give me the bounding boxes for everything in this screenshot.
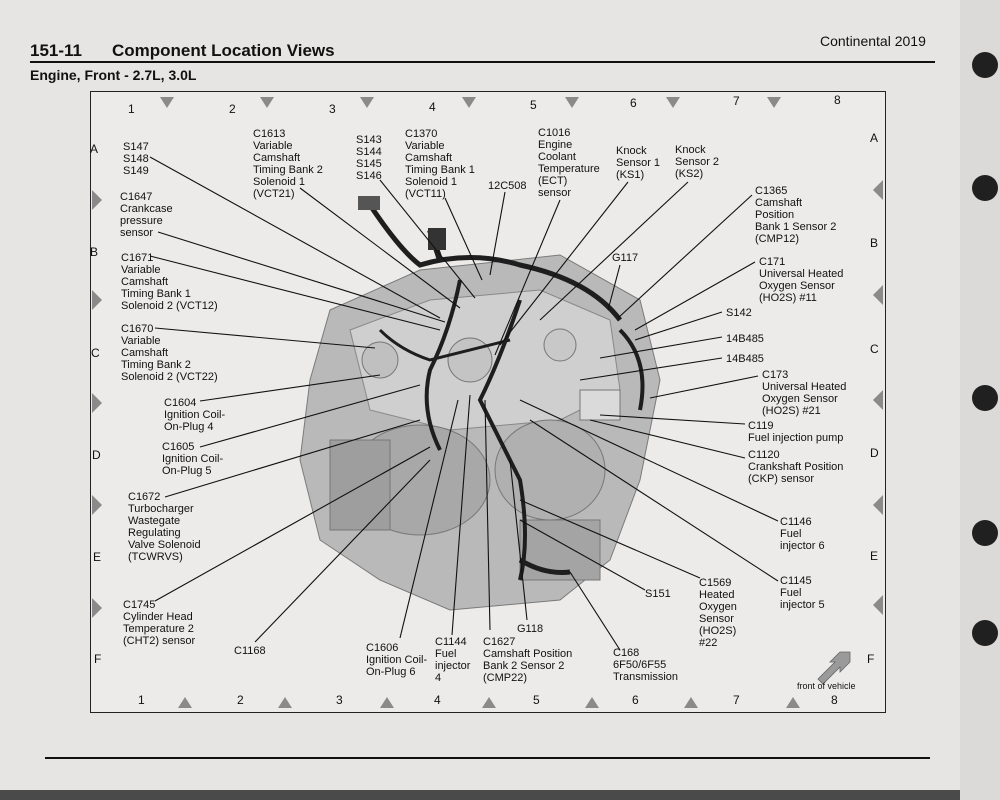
binding-hole <box>972 520 998 546</box>
label-c1120: C1120 Crankshaft Position (CKP) sensor <box>748 449 844 485</box>
label-g117: G117 <box>612 252 639 264</box>
label-c1627: C1627 Camshaft Position Bank 2 Sensor 2 … <box>483 636 573 684</box>
label-14b485-upper: 14B485 <box>726 333 764 345</box>
label-c1016: C1016 Engine Coolant Temperature (ECT) s… <box>538 127 600 199</box>
col-label-bottom: 3 <box>336 693 343 707</box>
row-label-right: B <box>870 236 879 250</box>
label-c1145: C1145 Fuel injector 5 <box>780 575 825 611</box>
row-label-left: B <box>90 245 99 259</box>
front-arrow-icon <box>817 651 851 685</box>
label-s151: S151 <box>645 588 671 600</box>
label-12c508: 12C508 <box>488 180 527 192</box>
col-label-bottom: 1 <box>138 693 145 707</box>
col-label-top: 2 <box>229 102 236 116</box>
binding-hole <box>972 175 998 201</box>
label-c1613: C1613 Variable Camshaft Timing Bank 2 So… <box>253 128 323 200</box>
label-s143: S143 S144 S145 S146 <box>356 134 382 182</box>
view-subtitle: Engine, Front - 2.7L, 3.0L <box>30 67 197 83</box>
grid-markers-top <box>160 97 781 108</box>
col-label-top: 6 <box>630 96 637 110</box>
col-label-bottom: 8 <box>831 693 838 707</box>
label-c119: C119 Fuel injection pump <box>748 420 844 444</box>
footer-rule <box>45 757 930 759</box>
row-label-right: A <box>870 131 879 145</box>
col-label-bottom: 6 <box>632 693 639 707</box>
col-label-top: 5 <box>530 98 537 112</box>
row-label-right: F <box>867 652 875 666</box>
book-title: Continental 2019 <box>820 33 926 49</box>
row-label-right: C <box>870 342 879 356</box>
row-label-left: C <box>91 346 100 360</box>
col-label-bottom: 4 <box>434 693 441 707</box>
label-c1365: C1365 Camshaft Position Bank 1 Sensor 2 … <box>755 185 837 245</box>
label-c1745: C1745 Cylinder Head Temperature 2 (CHT2)… <box>123 599 196 647</box>
col-label-bottom: 5 <box>533 693 540 707</box>
leader-lines <box>149 156 779 651</box>
header-rule <box>30 61 935 63</box>
label-s147: S147 S148 S149 <box>123 141 149 177</box>
col-label-bottom: 7 <box>733 693 740 707</box>
label-c1672: C1672 Turbocharger Wastegate Regulating … <box>128 491 201 563</box>
front-of-vehicle-label: front of vehicle <box>797 681 856 691</box>
label-c168: C168 6F50/6F55 Transmission <box>613 647 678 683</box>
label-c1569: C1569 Heated Oxygen Sensor (HO2S) #22 <box>699 577 737 649</box>
label-c1370: C1370 Variable Camshaft Timing Bank 1 So… <box>405 128 475 200</box>
row-label-right: E <box>870 549 879 563</box>
label-c1168: C1168 <box>234 645 266 657</box>
row-label-left: A <box>90 142 99 156</box>
row-label-left: D <box>92 448 101 462</box>
label-c1604: C1604 Ignition Coil- On-Plug 4 <box>164 397 226 433</box>
label-s142: S142 <box>726 307 752 319</box>
col-label-bottom: 2 <box>237 693 244 707</box>
label-c1671: C1671 Variable Camshaft Timing Bank 1 So… <box>121 252 218 312</box>
label-c1144: C1144 Fuel injector 4 <box>435 636 471 684</box>
row-label-left: E <box>93 550 102 564</box>
label-c1146: C1146 Fuel injector 6 <box>780 516 825 552</box>
label-c173: C173 Universal Heated Oxygen Sensor (HO2… <box>762 369 847 417</box>
label-c1670: C1670 Variable Camshaft Timing Bank 2 So… <box>121 323 218 383</box>
label-c1605: C1605 Ignition Coil- On-Plug 5 <box>162 441 224 477</box>
grid-markers-right <box>873 180 883 615</box>
binding-hole <box>972 52 998 78</box>
row-label-right: D <box>870 446 879 460</box>
label-ks1: Knock Sensor 1 (KS1) <box>616 145 661 181</box>
col-label-top: 1 <box>128 102 135 116</box>
grid-markers-left <box>92 190 102 618</box>
label-ks2: Knock Sensor 2 (KS2) <box>675 144 720 180</box>
col-label-top: 4 <box>429 100 436 114</box>
grid-markers-bottom <box>178 697 800 708</box>
row-label-left: F <box>94 652 102 666</box>
binding-hole <box>972 385 998 411</box>
col-label-top: 8 <box>834 93 841 107</box>
label-g118: G118 <box>517 623 544 635</box>
label-c171: C171 Universal Heated Oxygen Sensor (HO2… <box>759 256 844 304</box>
binding-hole <box>972 620 998 646</box>
label-14b485-lower: 14B485 <box>726 353 764 365</box>
label-c1647: C1647 Crankcase pressure sensor <box>120 191 173 239</box>
col-label-top: 3 <box>329 102 336 116</box>
label-c1606: C1606 Ignition Coil- On-Plug 6 <box>366 642 428 678</box>
col-label-top: 7 <box>733 94 740 108</box>
section-number: 151-11 <box>30 41 82 60</box>
page-title: Component Location Views <box>112 41 335 60</box>
